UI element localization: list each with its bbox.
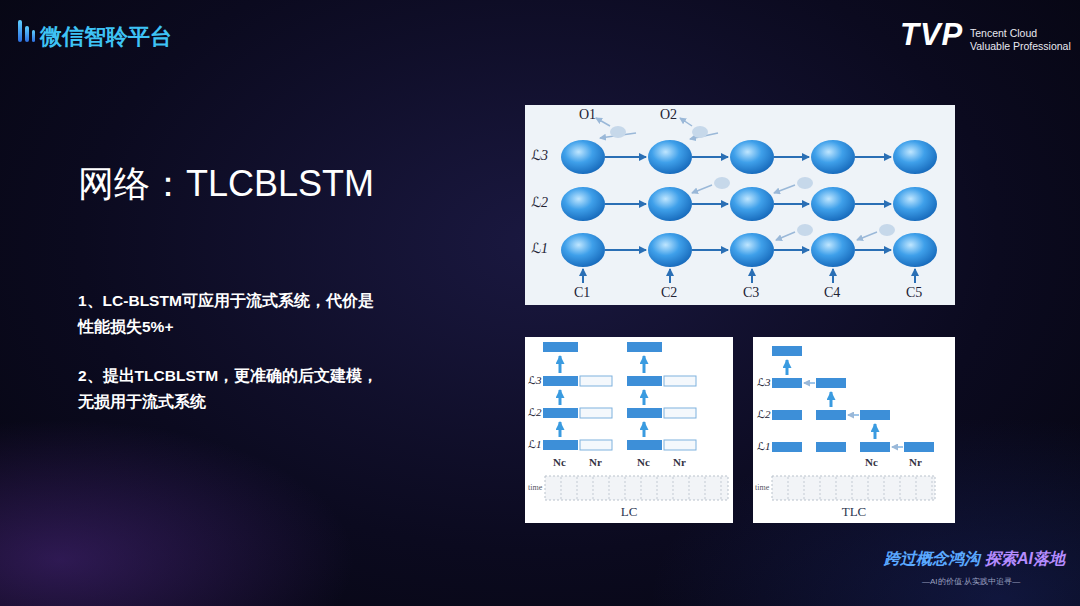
input-label: C3 [743, 285, 759, 301]
chunk-label: Nr [909, 456, 922, 468]
input-label: C5 [906, 285, 922, 301]
bullet-text: 1、LC-BLSTM可应用于流式系统，代价是性能损失5%+ [78, 288, 383, 340]
output-label: O1 [579, 107, 596, 123]
bullet-text: 2、提出TLCBLSTM，更准确的后文建模，无损用于流式系统 [78, 363, 383, 415]
axis-label: time [528, 483, 542, 492]
layer-label: ℒ3 [531, 147, 548, 164]
chunk-label: Nr [673, 456, 686, 468]
layer-label: ℒ2 [528, 406, 541, 419]
panel-caption: TLC [753, 504, 955, 520]
chunk-label: Nc [553, 456, 566, 468]
slide-title: 网络：TLCBLSTM [78, 160, 374, 209]
logo-sub: Valuable Professional [970, 40, 1071, 52]
watermark: 跨过概念鸿沟 [884, 549, 980, 570]
layer-label: ℒ3 [528, 374, 541, 387]
logo-mark: TVP [900, 17, 963, 53]
watermark: —AI的价值·从实践中追寻— [922, 576, 1020, 587]
layer-label: ℒ1 [531, 240, 548, 257]
panel-caption: LC [525, 504, 733, 520]
axis-label: time [755, 483, 769, 492]
layer-label: ℒ2 [531, 194, 548, 211]
figure-panel: TLC [753, 337, 955, 523]
output-label: O2 [660, 107, 677, 123]
chunk-label: Nc [865, 456, 878, 468]
input-label: C2 [661, 285, 677, 301]
input-label: C1 [574, 285, 590, 301]
figure-panel: LC [525, 337, 733, 523]
layer-label: ℒ2 [757, 408, 770, 421]
layer-label: ℒ1 [528, 438, 541, 451]
logo-text: 微信智聆平台 [40, 22, 172, 52]
chunk-label: Nr [589, 456, 602, 468]
input-label: C4 [824, 285, 840, 301]
layer-label: ℒ3 [757, 376, 770, 389]
logo-sub: Tencent Cloud [970, 27, 1037, 39]
layer-label: ℒ1 [757, 440, 770, 453]
chunk-label: Nc [637, 456, 650, 468]
watermark: 探索AI落地 [985, 549, 1065, 570]
